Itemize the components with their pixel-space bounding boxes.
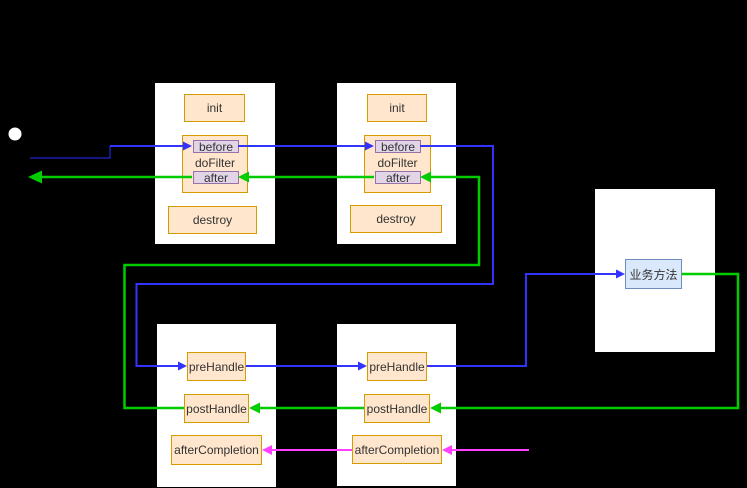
filter1-dofilter-label: doFilter bbox=[194, 156, 235, 170]
interceptor1-aftercompletion-box[interactable]: afterCompletion bbox=[171, 435, 262, 465]
filter2-after-box[interactable]: after bbox=[375, 171, 421, 185]
filter1-init-box[interactable]: init bbox=[184, 94, 245, 122]
interceptor1-prehandle-box[interactable]: preHandle bbox=[187, 352, 246, 381]
filter2-dofilter-group[interactable]: before doFilter after bbox=[364, 135, 431, 193]
filter1-dofilter-group[interactable]: before doFilter after bbox=[182, 135, 248, 193]
filter2-destroy-box[interactable]: destroy bbox=[350, 205, 442, 233]
filter2-init-box[interactable]: init bbox=[367, 94, 427, 122]
filter2-before-box[interactable]: before bbox=[375, 140, 421, 154]
business-method-box[interactable]: 业务方法 bbox=[625, 259, 682, 289]
start-node-circle[interactable] bbox=[8, 127, 22, 141]
filter1-destroy-box[interactable]: destroy bbox=[168, 206, 257, 234]
response-arrow-client bbox=[28, 170, 42, 184]
interceptor2-posthandle-box[interactable]: postHandle bbox=[364, 394, 430, 423]
filter1-before-box[interactable]: before bbox=[193, 140, 239, 154]
interceptor2-aftercompletion-box[interactable]: afterCompletion bbox=[352, 435, 442, 464]
interceptor2-prehandle-box[interactable]: preHandle bbox=[367, 352, 427, 381]
interceptor1-posthandle-box[interactable]: postHandle bbox=[184, 394, 249, 423]
request-edge-start bbox=[30, 146, 111, 159]
filter2-dofilter-label: doFilter bbox=[377, 156, 418, 170]
filter1-after-box[interactable]: after bbox=[193, 171, 239, 185]
